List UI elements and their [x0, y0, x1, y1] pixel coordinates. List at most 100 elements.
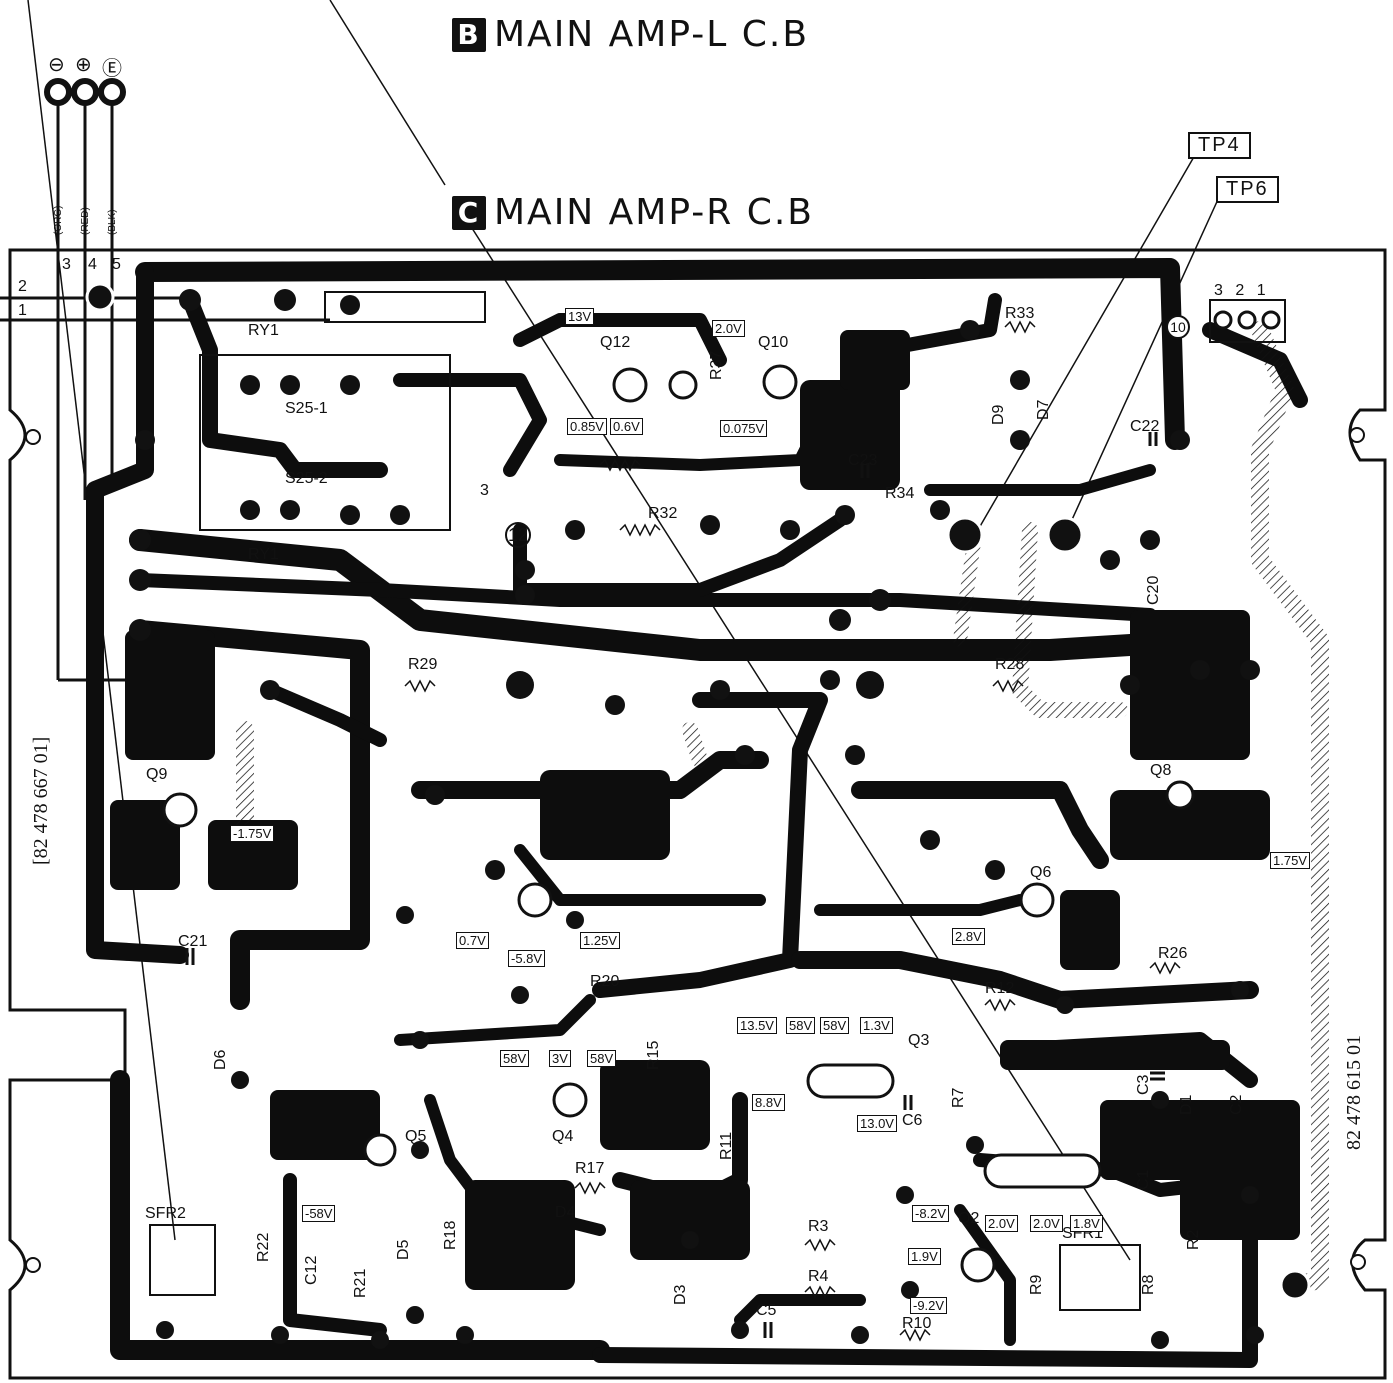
label-c22: C22: [1130, 418, 1160, 435]
terminal-number-3: 3: [62, 256, 71, 273]
label-c20: C20: [1145, 575, 1162, 605]
pin-label-1: 1: [18, 302, 27, 319]
voltage-13-0v: 13.0V: [857, 1115, 897, 1132]
label-r18: R18: [442, 1220, 459, 1250]
voltage-0-6v: 0.6V: [610, 418, 643, 435]
voltage-neg-58v: -58V: [302, 1205, 336, 1222]
marker-12: 12: [505, 522, 531, 548]
voltage-13v: 13V: [565, 308, 595, 325]
label-r22: R22: [255, 1232, 272, 1262]
label-c2: C2: [1228, 1094, 1245, 1115]
voltage-8-8v: 8.8V: [752, 1094, 785, 1111]
voltage-neg-9-2v: -9.2V: [910, 1297, 948, 1314]
label-c23: C23: [848, 452, 878, 469]
voltage-1-9v: 1.9V: [908, 1248, 941, 1265]
label-c5: C5: [756, 1302, 777, 1319]
label-r17: R17: [575, 1160, 605, 1177]
label-ry1-bottom: RY1: [248, 546, 279, 563]
terminal-plus-symbol: ⊕: [75, 54, 92, 76]
pin-label-2: 2: [18, 278, 27, 295]
label-r32: R32: [648, 505, 678, 522]
label-r28: R28: [995, 656, 1025, 673]
voltage-2v-q2-a: 2.0V: [985, 1215, 1018, 1232]
badge-b: B: [452, 17, 486, 52]
wire-color-red: (RED): [80, 207, 91, 235]
label-q12: Q12: [600, 334, 631, 351]
voltage-1-8v: 1.8V: [1070, 1215, 1103, 1232]
marker-3: 3: [480, 482, 489, 499]
label-r33: R33: [1005, 305, 1035, 322]
label-s25-2: S25-2: [285, 470, 328, 487]
label-r21: R21: [352, 1268, 369, 1298]
label-q8: Q8: [1150, 762, 1172, 779]
wire-color-org: (ORG): [53, 205, 64, 235]
connector-pin-labels: 3 2 1: [1214, 282, 1270, 299]
voltage-13-5v: 13.5V: [737, 1017, 777, 1034]
label-r8: R8: [1140, 1274, 1157, 1295]
voltage-0-075v: 0.075V: [720, 420, 768, 437]
label-d7: D7: [1035, 399, 1052, 420]
label-c12: C12: [303, 1255, 320, 1285]
voltage-neg-1-75v: -1.75V: [230, 825, 275, 842]
label-r37: R37: [708, 350, 725, 380]
voltage-1-3v: 1.3V: [860, 1017, 893, 1034]
label-r3: R3: [808, 1218, 829, 1235]
label-q5: Q5: [405, 1128, 427, 1145]
label-r4: R4: [808, 1268, 829, 1285]
voltage-neg-8-2v: -8.2V: [912, 1205, 950, 1222]
label-r7: R7: [950, 1087, 967, 1108]
label-q10: Q10: [758, 334, 789, 351]
label-r10: R10: [902, 1315, 932, 1332]
label-r9: R9: [1028, 1274, 1045, 1295]
voltage-0-85v: 0.85V: [567, 418, 607, 435]
voltage-1-25v: 1.25V: [580, 932, 620, 949]
label-d4: D4: [555, 1204, 576, 1221]
label-c21: C21: [178, 933, 208, 950]
label-c1: C1: [1135, 1169, 1152, 1190]
label-d1: D1: [1178, 1094, 1195, 1115]
label-d6: D6: [212, 1049, 229, 1070]
header-main-amp-r: C MAIN AMP-R C.B: [452, 192, 814, 233]
header-main-amp-r-text: MAIN AMP-R C.B: [494, 192, 815, 233]
label-r26: R26: [1158, 945, 1188, 962]
label-d9: D9: [990, 404, 1007, 425]
label-r2: R2: [1185, 1229, 1202, 1250]
marker-10: 10: [1166, 315, 1190, 339]
voltage-2v-q10: 2.0V: [712, 320, 745, 337]
label-r29: R29: [408, 656, 438, 673]
label-q9: Q9: [146, 766, 168, 783]
voltage-0-7v: 0.7V: [456, 932, 489, 949]
voltage-58v-d: 58V: [587, 1050, 617, 1067]
label-q3: Q3: [908, 1032, 930, 1049]
label-r11: R11: [718, 1131, 735, 1160]
voltage-58v-c: 58V: [500, 1050, 530, 1067]
label-c3: C3: [1135, 1074, 1152, 1095]
voltage-58v-b: 58V: [820, 1017, 850, 1034]
wire-color-blk: (BLK): [107, 209, 118, 235]
label-q4: Q4: [552, 1128, 574, 1145]
test-point-tp6: TP6: [1216, 176, 1279, 203]
label-c6: C6: [902, 1112, 923, 1129]
label-sfr2: SFR2: [145, 1205, 186, 1222]
header-main-amp-l: B MAIN AMP-L C.B: [452, 14, 809, 55]
terminal-number-5: 5: [112, 256, 121, 273]
voltage-neg-5-8v: -5.8V: [508, 950, 546, 967]
board-outline: [8, 248, 1387, 1380]
label-s25-1: S25-1: [285, 400, 328, 417]
terminal-number-4: 4: [88, 256, 97, 273]
part-number-right: 82 478 615 01: [1343, 1035, 1365, 1150]
badge-c: C: [452, 195, 486, 230]
voltage-1-75v: 1.75V: [1270, 852, 1310, 869]
label-r12: R12: [985, 980, 1015, 997]
label-d5: D5: [395, 1239, 412, 1260]
voltage-58v-a: 58V: [786, 1017, 816, 1034]
label-ry1-top: RY1: [248, 322, 279, 339]
part-number-left: [82 478 667 01]: [30, 736, 52, 865]
voltage-3v: 3V: [549, 1050, 571, 1067]
voltage-2v-q2-b: 2.0V: [1030, 1215, 1063, 1232]
header-main-amp-l-text: MAIN AMP-L C.B: [494, 14, 810, 55]
label-q6: Q6: [1030, 864, 1052, 881]
terminal-earth-symbol: Ⓔ: [102, 58, 122, 80]
label-q2: Q2: [958, 1210, 980, 1227]
label-r20: R20: [590, 973, 620, 990]
